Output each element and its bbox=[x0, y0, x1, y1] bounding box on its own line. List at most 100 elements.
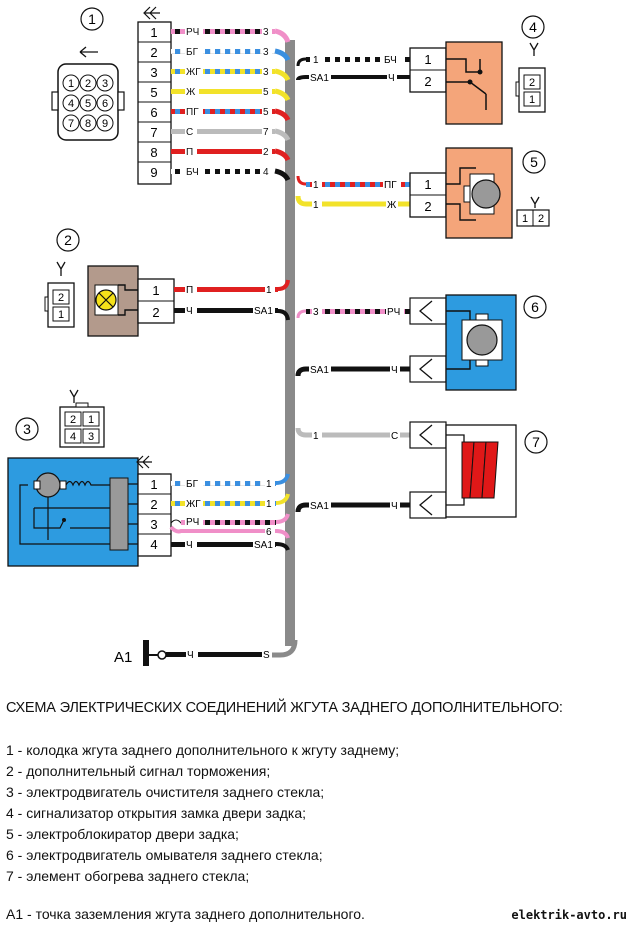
svg-text:ПГ: ПГ bbox=[186, 107, 199, 118]
svg-text:2: 2 bbox=[152, 305, 159, 320]
device2-brake-light: 2 1 1 2 П 1 Ч SA1 bbox=[44, 261, 290, 337]
svg-text:Ч: Ч bbox=[187, 650, 194, 661]
svg-text:SA1: SA1 bbox=[310, 501, 329, 512]
svg-text:7: 7 bbox=[150, 125, 157, 140]
svg-text:6: 6 bbox=[531, 299, 539, 315]
svg-text:1: 1 bbox=[266, 499, 272, 510]
svg-text:1: 1 bbox=[152, 283, 159, 298]
svg-text:7: 7 bbox=[68, 118, 74, 130]
legend-item: 5 - электроблокиратор двери задка; bbox=[6, 826, 239, 842]
svg-text:A1: A1 bbox=[114, 649, 132, 666]
svg-text:2: 2 bbox=[85, 78, 91, 90]
svg-text:Ч: Ч bbox=[186, 540, 193, 551]
svg-text:1: 1 bbox=[150, 477, 157, 492]
svg-text:БГ: БГ bbox=[186, 47, 199, 58]
legend-item: 2 - дополнительный сигнал торможения; bbox=[6, 763, 271, 779]
svg-text:ЖГ: ЖГ bbox=[186, 499, 201, 510]
svg-text:5: 5 bbox=[150, 85, 157, 100]
svg-text:РЧ: РЧ bbox=[186, 517, 199, 528]
svg-text:1: 1 bbox=[424, 52, 431, 67]
svg-text:3: 3 bbox=[263, 67, 269, 78]
device6-washer-motor: 3 РЧ SA1 Ч bbox=[295, 294, 517, 391]
svg-text:8: 8 bbox=[85, 118, 91, 130]
svg-text:БГ: БГ bbox=[186, 479, 199, 490]
svg-text:3: 3 bbox=[150, 517, 157, 532]
svg-text:3: 3 bbox=[150, 65, 157, 80]
svg-text:Ч: Ч bbox=[391, 365, 398, 376]
svg-text:2: 2 bbox=[529, 77, 535, 89]
svg-text:1: 1 bbox=[529, 94, 535, 106]
svg-text:РЧ: РЧ bbox=[387, 307, 400, 318]
svg-text:1: 1 bbox=[313, 431, 319, 442]
svg-text:6: 6 bbox=[102, 98, 108, 110]
svg-text:1: 1 bbox=[266, 479, 272, 490]
svg-text:2: 2 bbox=[424, 74, 431, 89]
svg-text:5: 5 bbox=[530, 154, 538, 170]
svg-text:6: 6 bbox=[150, 105, 157, 120]
svg-text:7: 7 bbox=[263, 127, 269, 138]
svg-text:Ч: Ч bbox=[391, 501, 398, 512]
svg-text:3: 3 bbox=[263, 27, 269, 38]
svg-text:3: 3 bbox=[88, 431, 94, 443]
svg-text:1: 1 bbox=[68, 78, 74, 90]
svg-text:1: 1 bbox=[88, 11, 96, 27]
svg-text:БЧ: БЧ bbox=[186, 167, 199, 178]
svg-text:ЖГ: ЖГ bbox=[186, 67, 201, 78]
svg-text:9: 9 bbox=[102, 118, 108, 130]
svg-text:SA1: SA1 bbox=[310, 73, 329, 84]
legend-list: 1 - колодка жгута заднего дополнительног… bbox=[6, 740, 631, 887]
callout-4: 4 bbox=[521, 15, 545, 39]
svg-text:4: 4 bbox=[68, 98, 74, 110]
svg-text:2: 2 bbox=[150, 497, 157, 512]
device4-door-signal: 1 БЧ SA1 Ч 1 2 2 1 bbox=[296, 41, 546, 125]
svg-text:9: 9 bbox=[150, 165, 157, 180]
svg-text:Ж: Ж bbox=[186, 87, 196, 98]
svg-text:РЧ: РЧ bbox=[186, 27, 199, 38]
svg-text:2: 2 bbox=[70, 414, 76, 426]
svg-text:SA1: SA1 bbox=[310, 365, 329, 376]
callout-7: 7 bbox=[524, 430, 548, 454]
svg-text:S: S bbox=[263, 650, 270, 661]
svg-text:1: 1 bbox=[150, 25, 157, 40]
svg-text:2: 2 bbox=[424, 199, 431, 214]
svg-text:3: 3 bbox=[23, 421, 31, 437]
callout-1: 1 bbox=[80, 7, 104, 31]
svg-text:1: 1 bbox=[313, 180, 319, 191]
svg-text:5: 5 bbox=[85, 98, 91, 110]
callout-6: 6 bbox=[523, 295, 547, 319]
legend-item: 1 - колодка жгута заднего дополнительног… bbox=[6, 742, 400, 758]
legend-item: 6 - электродвигатель омывателя заднего с… bbox=[6, 847, 323, 863]
svg-text:5: 5 bbox=[263, 87, 269, 98]
svg-text:П: П bbox=[186, 147, 193, 158]
svg-text:Ч: Ч bbox=[186, 306, 193, 317]
svg-text:П: П bbox=[186, 285, 193, 296]
connector1-pin-block: 1 2 3 5 6 7 8 9 bbox=[137, 6, 172, 185]
callout-3: 3 bbox=[15, 417, 39, 441]
svg-text:4: 4 bbox=[263, 167, 269, 178]
callout-2: 2 bbox=[56, 228, 80, 252]
ground-point-a1: A1 Ч S bbox=[114, 640, 272, 666]
svg-text:1: 1 bbox=[88, 414, 94, 426]
legend-item: 3 - электродвигатель очистителя заднего … bbox=[6, 784, 325, 800]
diagram-title: СХЕМА ЭЛЕКТРИЧЕСКИХ СОЕДИНЕНИЙ ЖГУТА ЗАД… bbox=[6, 700, 563, 716]
svg-text:1: 1 bbox=[313, 200, 319, 211]
ground-note: A1 - точка заземления жгута заднего допо… bbox=[6, 906, 365, 922]
svg-text:6: 6 bbox=[266, 527, 272, 538]
legend-item: 7 - элемент обогрева заднего стекла; bbox=[6, 868, 250, 884]
wiring-diagram: 1 2 3 4 5 6 7 1 2 3 4 5 6 7 bbox=[7, 6, 550, 666]
svg-text:3: 3 bbox=[313, 307, 319, 318]
svg-text:3: 3 bbox=[263, 47, 269, 58]
svg-text:ПГ: ПГ bbox=[384, 180, 397, 191]
svg-text:БЧ: БЧ bbox=[384, 55, 397, 66]
svg-text:4: 4 bbox=[529, 19, 537, 35]
device7-rear-heater: 1 С SA1 Ч bbox=[295, 421, 517, 519]
svg-text:1: 1 bbox=[522, 213, 528, 225]
svg-text:2: 2 bbox=[538, 213, 544, 225]
svg-text:Ч: Ч bbox=[388, 73, 395, 84]
svg-text:1: 1 bbox=[58, 309, 64, 321]
svg-text:1: 1 bbox=[313, 55, 319, 66]
svg-text:2: 2 bbox=[150, 45, 157, 60]
harness-trunk bbox=[265, 40, 298, 658]
site-watermark: elektrik-avto.ru bbox=[511, 908, 627, 922]
svg-text:4: 4 bbox=[70, 431, 76, 443]
